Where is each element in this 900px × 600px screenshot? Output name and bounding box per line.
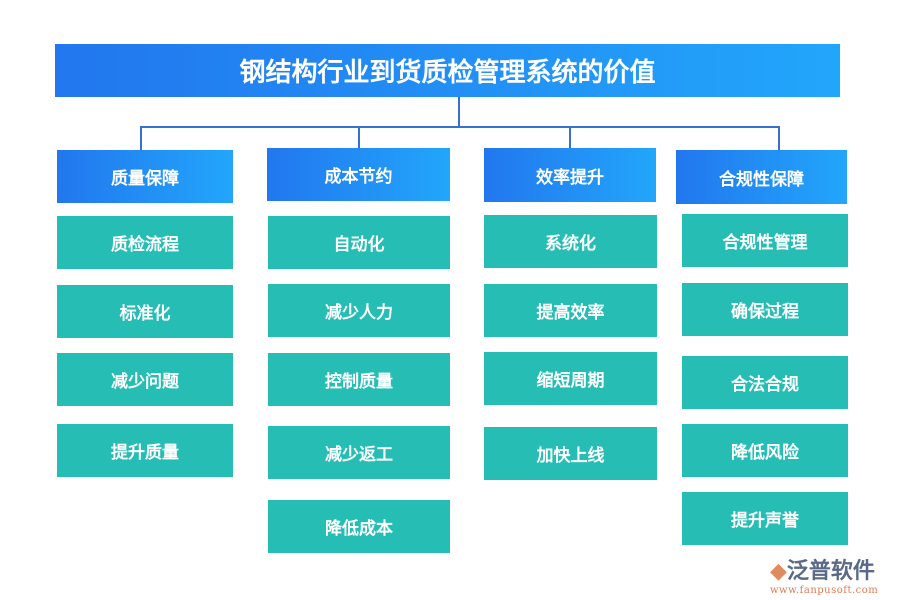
value-item: 减少人力: [268, 284, 450, 337]
value-item: 减少问题: [57, 353, 233, 406]
connector-2: [358, 126, 360, 148]
value-item: 加快上线: [484, 427, 657, 480]
value-item: 提高效率: [484, 284, 657, 337]
value-item: 提升声誉: [682, 492, 848, 545]
fanpusoft-logo: ◆泛普软件 www.fanpusoft.com: [770, 559, 879, 596]
value-item: 自动化: [268, 216, 450, 269]
category-header: 质量保障: [57, 150, 233, 203]
value-item: 缩短周期: [484, 352, 657, 405]
value-item: 减少返工: [268, 426, 450, 479]
value-item: 系统化: [484, 215, 657, 268]
category-header: 合规性保障: [676, 150, 847, 204]
logo-icon: ◆: [770, 559, 787, 584]
value-item: 控制质量: [268, 353, 450, 406]
category-header: 效率提升: [484, 148, 656, 202]
connector-trunk: [458, 97, 460, 128]
value-item: 提升质量: [57, 424, 233, 477]
connector-bus: [140, 126, 780, 128]
value-item: 合法合规: [682, 356, 848, 409]
value-item: 降低成本: [268, 500, 450, 553]
diagram-title: 钢结构行业到货质检管理系统的价值: [55, 44, 840, 97]
value-item: 合规性管理: [682, 214, 848, 267]
value-item: 标准化: [57, 285, 233, 338]
category-header: 成本节约: [267, 148, 450, 201]
connector-4: [778, 126, 780, 150]
value-item: 降低风险: [682, 424, 848, 477]
connector-3: [569, 126, 571, 148]
connector-1: [140, 126, 142, 150]
value-item: 确保过程: [682, 283, 848, 336]
value-item: 质检流程: [57, 216, 233, 269]
